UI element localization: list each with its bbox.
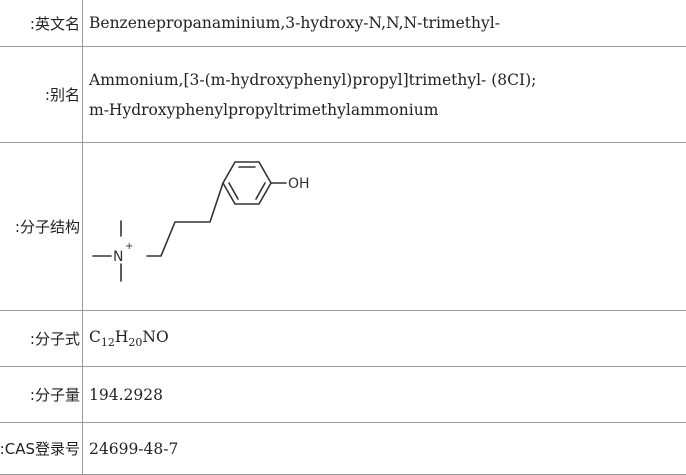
benzene-ring: [223, 162, 271, 204]
row-cas: CAS登录号: 24699-48-7: [0, 423, 686, 475]
structure-cell: OH N +: [83, 143, 686, 311]
row-english-name: 英文名: Benzenepropanaminium,3-hydroxy-N,N,…: [0, 0, 686, 47]
formula-c-count: 12: [101, 336, 115, 349]
formula-label: 分子式:: [0, 311, 83, 367]
propyl-chain: [147, 183, 223, 256]
aliases-value: Ammonium,[3-(m-hydroxyphenyl)propyl]trim…: [83, 47, 686, 143]
formula-h: H: [115, 328, 129, 346]
formula-h-count: 20: [128, 336, 142, 349]
structure-label: 分子结构:: [0, 143, 83, 311]
formula-c: C: [89, 328, 101, 346]
oh-atom-label: OH: [288, 176, 310, 192]
formula-value: C12H20NO: [83, 311, 686, 367]
alias-line-2: m-Hydroxyphenylpropyltrimethylammonium: [89, 95, 686, 125]
english-name-label: 英文名:: [0, 0, 83, 47]
english-name-value: Benzenepropanaminium,3-hydroxy-N,N,N-tri…: [83, 0, 686, 47]
mol-weight-label: 分子量:: [0, 367, 83, 423]
row-aliases: 别名: Ammonium,[3-(m-hydroxyphenyl)propyl]…: [0, 47, 686, 143]
cas-value: 24699-48-7: [83, 423, 686, 475]
alias-line-1: Ammonium,[3-(m-hydroxyphenyl)propyl]trim…: [89, 65, 686, 95]
cas-label: CAS登录号:: [0, 423, 83, 475]
molecule-structure-image: OH N +: [83, 143, 343, 310]
row-mol-weight: 分子量: 194.2928: [0, 367, 686, 423]
formula-rest: NO: [142, 328, 168, 346]
n-charge-label: +: [125, 241, 133, 252]
row-formula: 分子式: C12H20NO: [0, 311, 686, 367]
mol-weight-value: 194.2928: [83, 367, 686, 423]
structure-wrap: OH N +: [83, 143, 686, 310]
row-structure: 分子结构:: [0, 143, 686, 311]
aliases-label: 别名:: [0, 47, 83, 143]
n-atom-label: N: [113, 249, 123, 265]
cas-label-text: CAS登录号:: [0, 440, 80, 458]
